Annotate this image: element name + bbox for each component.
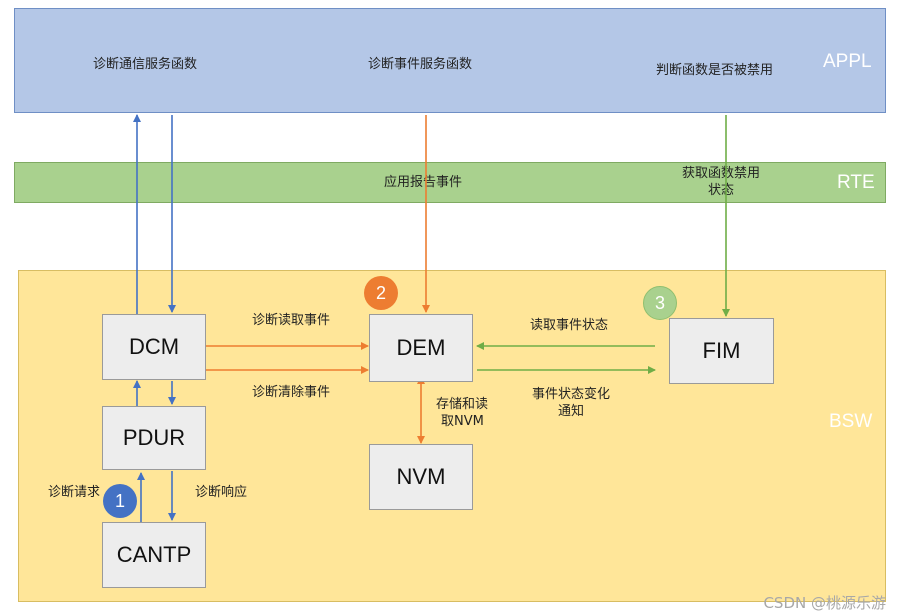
dem-box: DEM [369,314,473,382]
label-diag-request: 诊断请求 [48,485,101,500]
rte-get-disable-label-line1: 获取函数禁用 [681,166,760,181]
cantp-box: CANTP [102,522,206,588]
rte-layer-label: RTE [837,172,875,193]
rte-report-event-label: 应用报告事件 [384,175,463,190]
label-read-event-status: 读取事件状态 [530,318,609,333]
label-clear-event: 诊断清除事件 [252,385,331,400]
dcm-box: DCM [102,314,206,380]
rte-get-disable-label-line2: 状态 [707,183,734,198]
badge-1: 1 [103,484,137,518]
nvm-box: NVM [369,444,473,510]
pdur-box: PDUR [102,406,206,470]
label-store-read-line1: 存储和读 [436,397,489,412]
label-status-change-line1: 事件状态变化 [531,387,610,402]
appl-diag-event-func-label: 诊断事件服务函数 [368,57,473,72]
label-status-change-line2: 通知 [557,404,584,419]
label-read-event: 诊断读取事件 [252,313,331,328]
label-store-read-line2: 取NVM [441,414,484,429]
appl-check-disabled-label: 判断函数是否被禁用 [656,63,774,78]
badge-2: 2 [364,276,398,310]
watermark: CSDN @桃源乐游 [763,594,886,612]
label-diag-response: 诊断响应 [195,485,248,500]
badge-3: 3 [643,286,677,320]
bsw-layer-label: BSW [829,411,873,432]
appl-layer: APPL [14,8,886,113]
rte-layer: RTE [14,162,886,203]
appl-layer-label: APPL [823,51,872,72]
appl-diag-comm-func-label: 诊断通信服务函数 [93,57,198,72]
fim-box: FIM [669,318,774,384]
